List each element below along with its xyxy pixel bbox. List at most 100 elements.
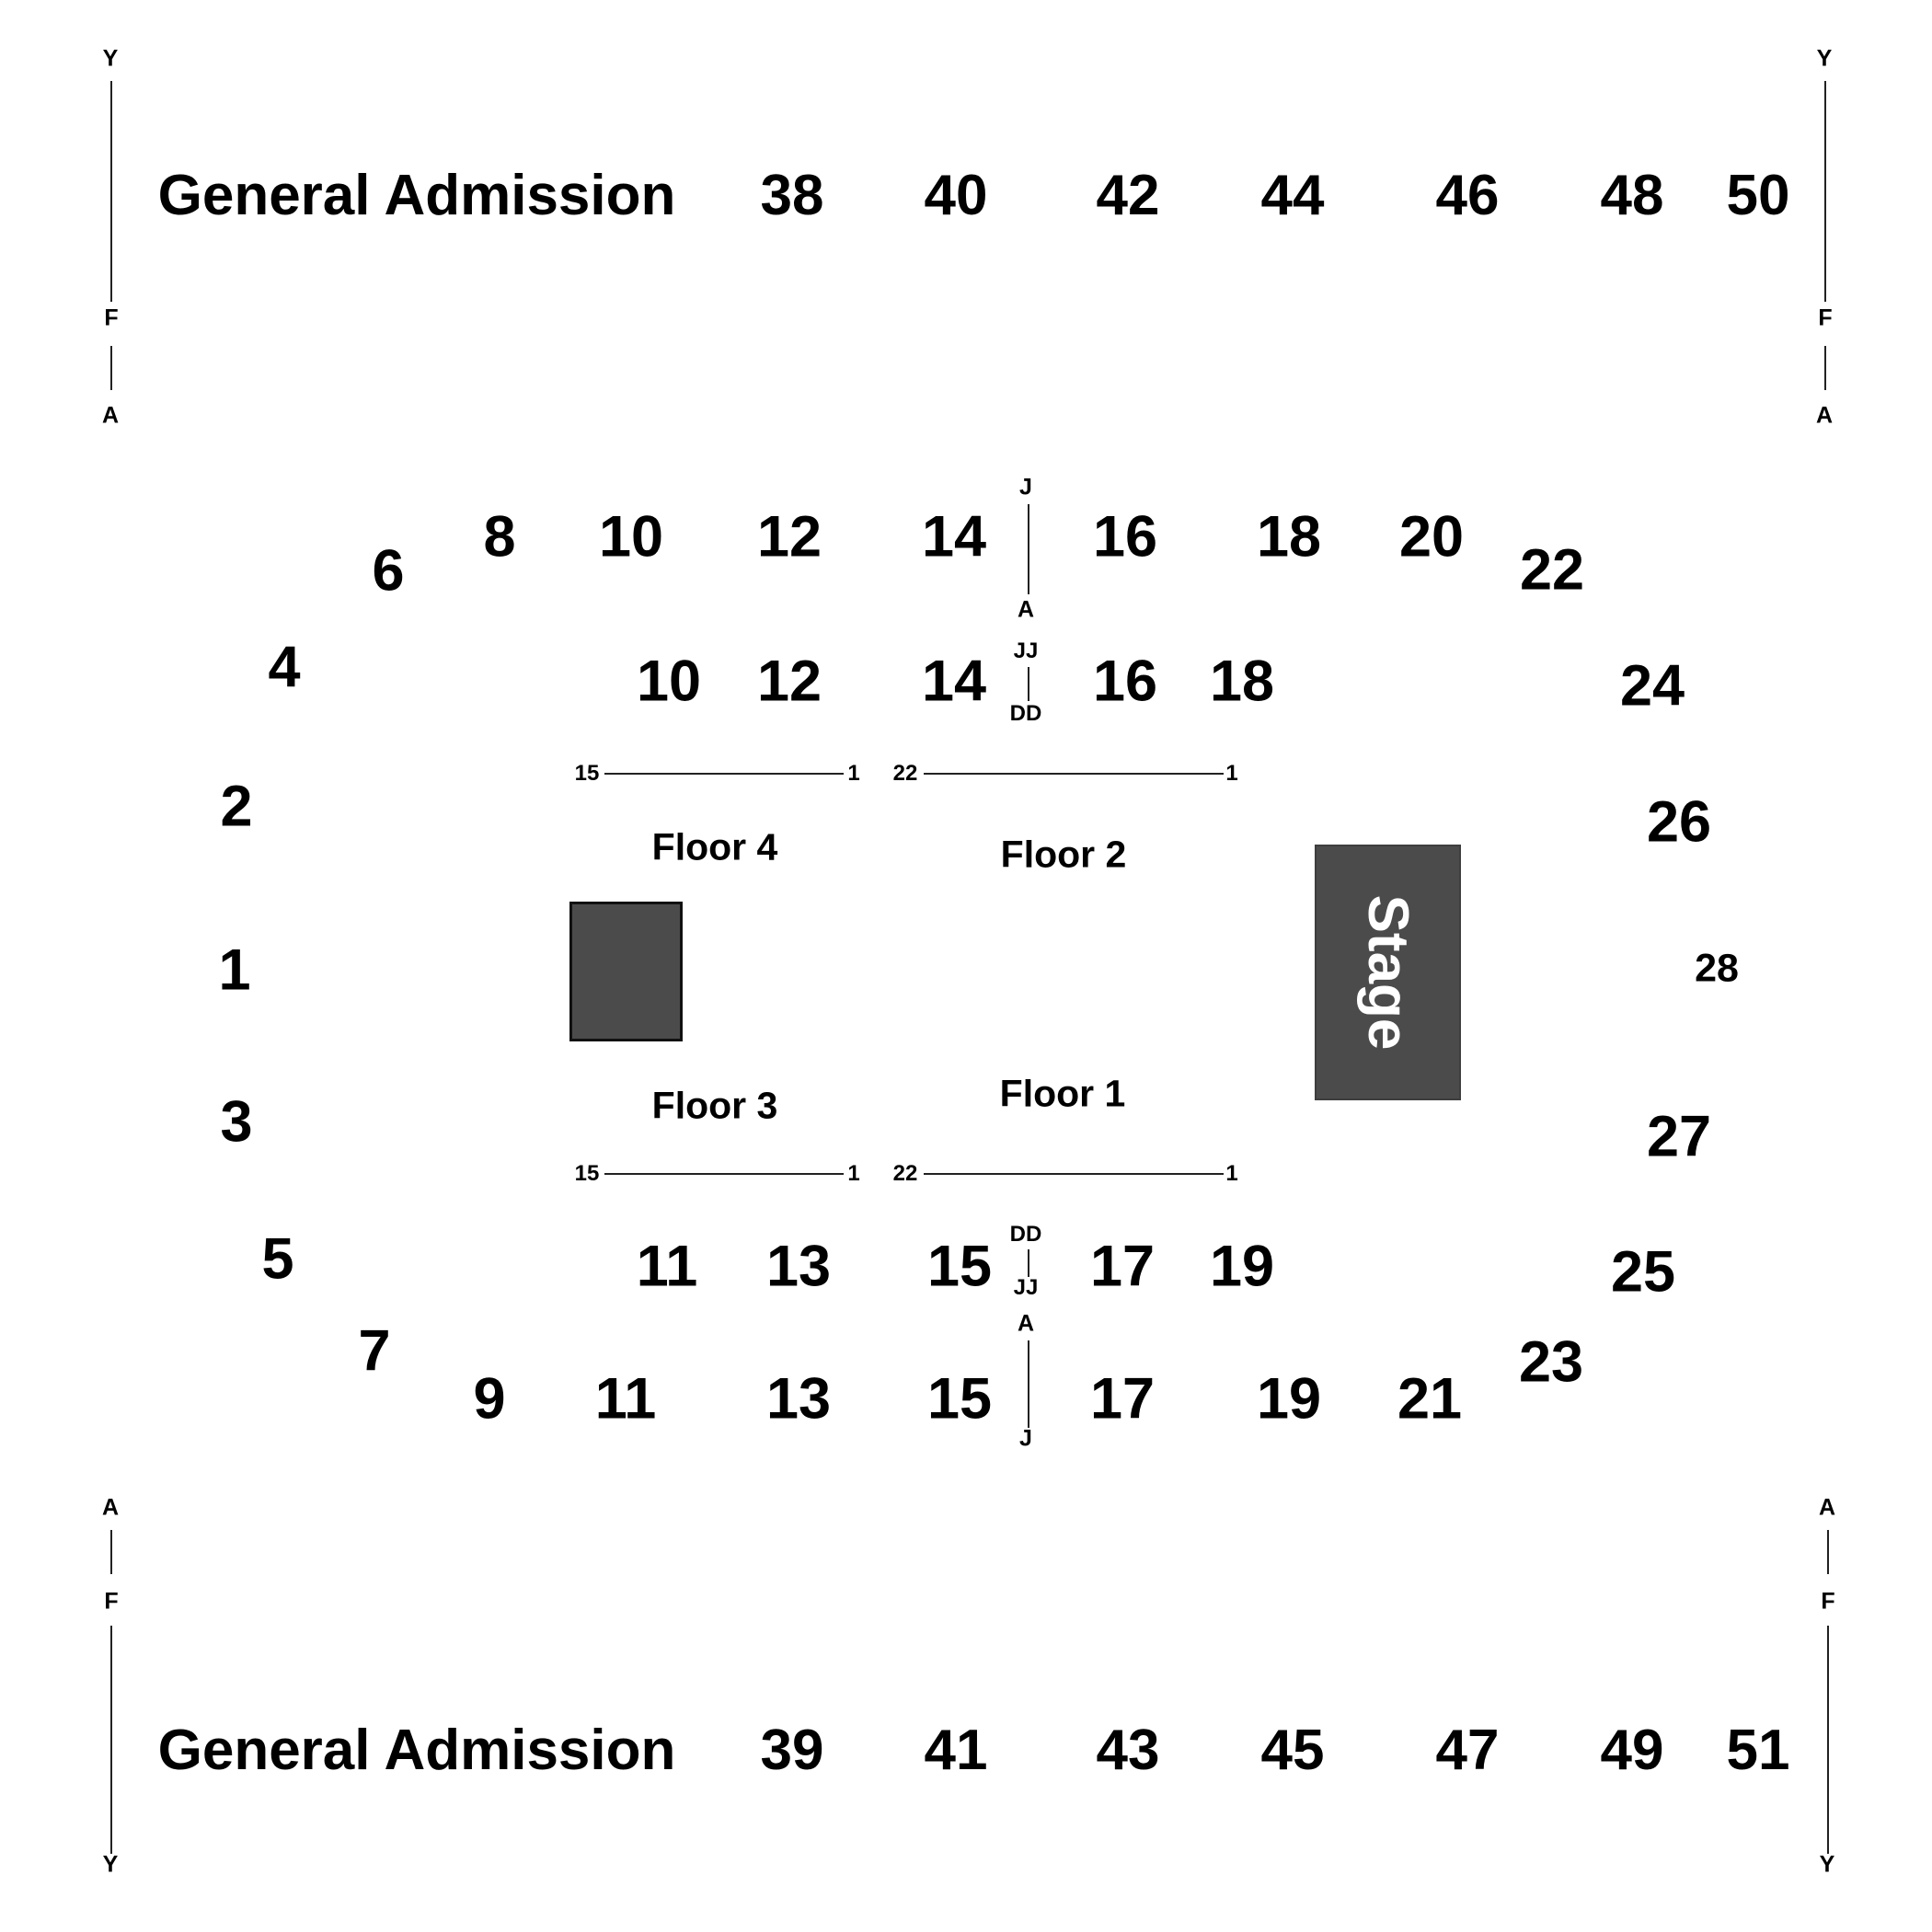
seat-range-start: 22	[892, 761, 918, 786]
aisle-marker-label: J	[1019, 474, 1032, 500]
floor-obstruction-block	[569, 902, 683, 1041]
row-marker-line	[1827, 1626, 1829, 1854]
stage-label: Stage	[1356, 894, 1420, 1051]
section-label[interactable]: 12	[756, 504, 822, 569]
aisle-marker-label: DD	[1009, 1222, 1042, 1247]
section-label[interactable]: 24	[1619, 653, 1685, 719]
section-label[interactable]: 50	[1726, 164, 1790, 227]
section-label[interactable]: 39	[760, 1719, 824, 1782]
row-marker-line	[1824, 81, 1826, 302]
floor-label[interactable]: Floor 2	[1000, 833, 1127, 876]
row-marker-line	[1827, 1530, 1829, 1574]
section-label[interactable]: 13	[765, 1366, 832, 1432]
row-marker-label: F	[1818, 305, 1833, 331]
section-label[interactable]: 16	[1092, 504, 1158, 569]
row-marker-label: F	[104, 305, 119, 331]
seat-range-line	[924, 1173, 1224, 1175]
section-label[interactable]: 41	[924, 1719, 988, 1782]
section-label[interactable]: 10	[636, 649, 702, 714]
section-label[interactable]: 14	[921, 649, 987, 714]
seat-range-line	[604, 773, 844, 775]
seat-range-line	[924, 773, 1224, 775]
section-label[interactable]: 46	[1435, 164, 1500, 227]
aisle-marker-label: A	[1017, 596, 1035, 623]
section-label[interactable]: 23	[1518, 1329, 1584, 1395]
row-marker-label: A	[101, 402, 120, 429]
aisle-marker-line	[1028, 1249, 1029, 1277]
aisle-marker-line	[1028, 1340, 1029, 1428]
section-label[interactable]: 19	[1209, 1234, 1275, 1299]
section-label[interactable]: 9	[473, 1366, 506, 1432]
section-label[interactable]: 18	[1256, 504, 1322, 569]
section-label[interactable]: 8	[483, 504, 516, 569]
section-label[interactable]: 18	[1209, 649, 1275, 714]
section-label[interactable]: 10	[598, 504, 664, 569]
section-label[interactable]: 11	[636, 1234, 698, 1299]
section-label[interactable]: 51	[1726, 1719, 1790, 1782]
section-label[interactable]: 48	[1600, 164, 1664, 227]
section-label[interactable]: 3	[220, 1089, 253, 1155]
seat-range-line	[604, 1173, 844, 1175]
row-marker-line	[110, 1530, 112, 1574]
section-label[interactable]: 42	[1096, 164, 1160, 227]
section-label[interactable]: 19	[1256, 1366, 1322, 1432]
seat-range-start: 22	[892, 1161, 918, 1186]
section-label[interactable]: 15	[926, 1366, 993, 1432]
general-admission-label[interactable]: General Admission	[157, 164, 676, 227]
section-label[interactable]: 17	[1089, 1234, 1156, 1299]
row-marker-line	[110, 1626, 112, 1854]
aisle-marker-label: JJ	[1013, 1275, 1039, 1300]
section-label[interactable]: 26	[1646, 789, 1712, 855]
section-label[interactable]: 21	[1397, 1366, 1463, 1432]
section-label[interactable]: 28	[1695, 946, 1739, 991]
floor-label[interactable]: Floor 1	[999, 1072, 1126, 1115]
section-label[interactable]: 27	[1646, 1104, 1712, 1169]
row-marker-label: Y	[1819, 1851, 1835, 1878]
seat-range-end: 1	[847, 761, 860, 786]
seat-range-end: 1	[1225, 1161, 1238, 1186]
seat-range-start: 15	[574, 1161, 600, 1186]
aisle-marker-line	[1028, 504, 1029, 594]
section-label[interactable]: 7	[358, 1318, 391, 1384]
section-label[interactable]: 6	[372, 538, 405, 604]
section-label[interactable]: 17	[1089, 1366, 1156, 1432]
section-label[interactable]: 49	[1600, 1719, 1664, 1782]
section-label[interactable]: 20	[1398, 504, 1465, 569]
section-label[interactable]: 11	[594, 1366, 657, 1432]
general-admission-label[interactable]: General Admission	[157, 1719, 676, 1782]
seat-range-end: 1	[847, 1161, 860, 1186]
section-label[interactable]: 16	[1092, 649, 1158, 714]
section-label[interactable]: 4	[268, 635, 301, 700]
aisle-marker-label: DD	[1009, 701, 1042, 726]
section-label[interactable]: 2	[220, 774, 253, 839]
row-marker-label: F	[1821, 1588, 1835, 1615]
row-marker-line	[110, 81, 112, 302]
section-label[interactable]: 25	[1610, 1239, 1676, 1305]
section-label[interactable]: 13	[765, 1234, 832, 1299]
section-label[interactable]: 5	[261, 1226, 294, 1292]
floor-label[interactable]: Floor 4	[651, 825, 778, 868]
section-label[interactable]: 40	[924, 164, 988, 227]
section-label[interactable]: 44	[1260, 164, 1325, 227]
section-label[interactable]: 45	[1260, 1719, 1325, 1782]
seat-range-start: 15	[574, 761, 600, 786]
seat-range-end: 1	[1225, 761, 1238, 786]
row-marker-label: Y	[102, 45, 119, 72]
row-marker-line	[1824, 346, 1826, 390]
section-label[interactable]: 47	[1435, 1719, 1500, 1782]
section-label[interactable]: 38	[760, 164, 824, 227]
section-label[interactable]: 22	[1519, 537, 1585, 603]
row-marker-line	[110, 346, 112, 390]
aisle-marker-label: A	[1017, 1310, 1035, 1337]
section-label[interactable]: 12	[756, 649, 822, 714]
section-label[interactable]: 15	[926, 1234, 993, 1299]
section-label[interactable]: 14	[921, 504, 987, 569]
row-marker-label: Y	[1816, 45, 1833, 72]
row-marker-label: Y	[102, 1851, 119, 1878]
aisle-marker-label: J	[1019, 1425, 1032, 1452]
stage-block	[1315, 845, 1461, 1100]
section-label[interactable]: 43	[1096, 1719, 1160, 1782]
floor-label[interactable]: Floor 3	[651, 1084, 778, 1127]
section-label[interactable]: 1	[218, 937, 251, 1003]
